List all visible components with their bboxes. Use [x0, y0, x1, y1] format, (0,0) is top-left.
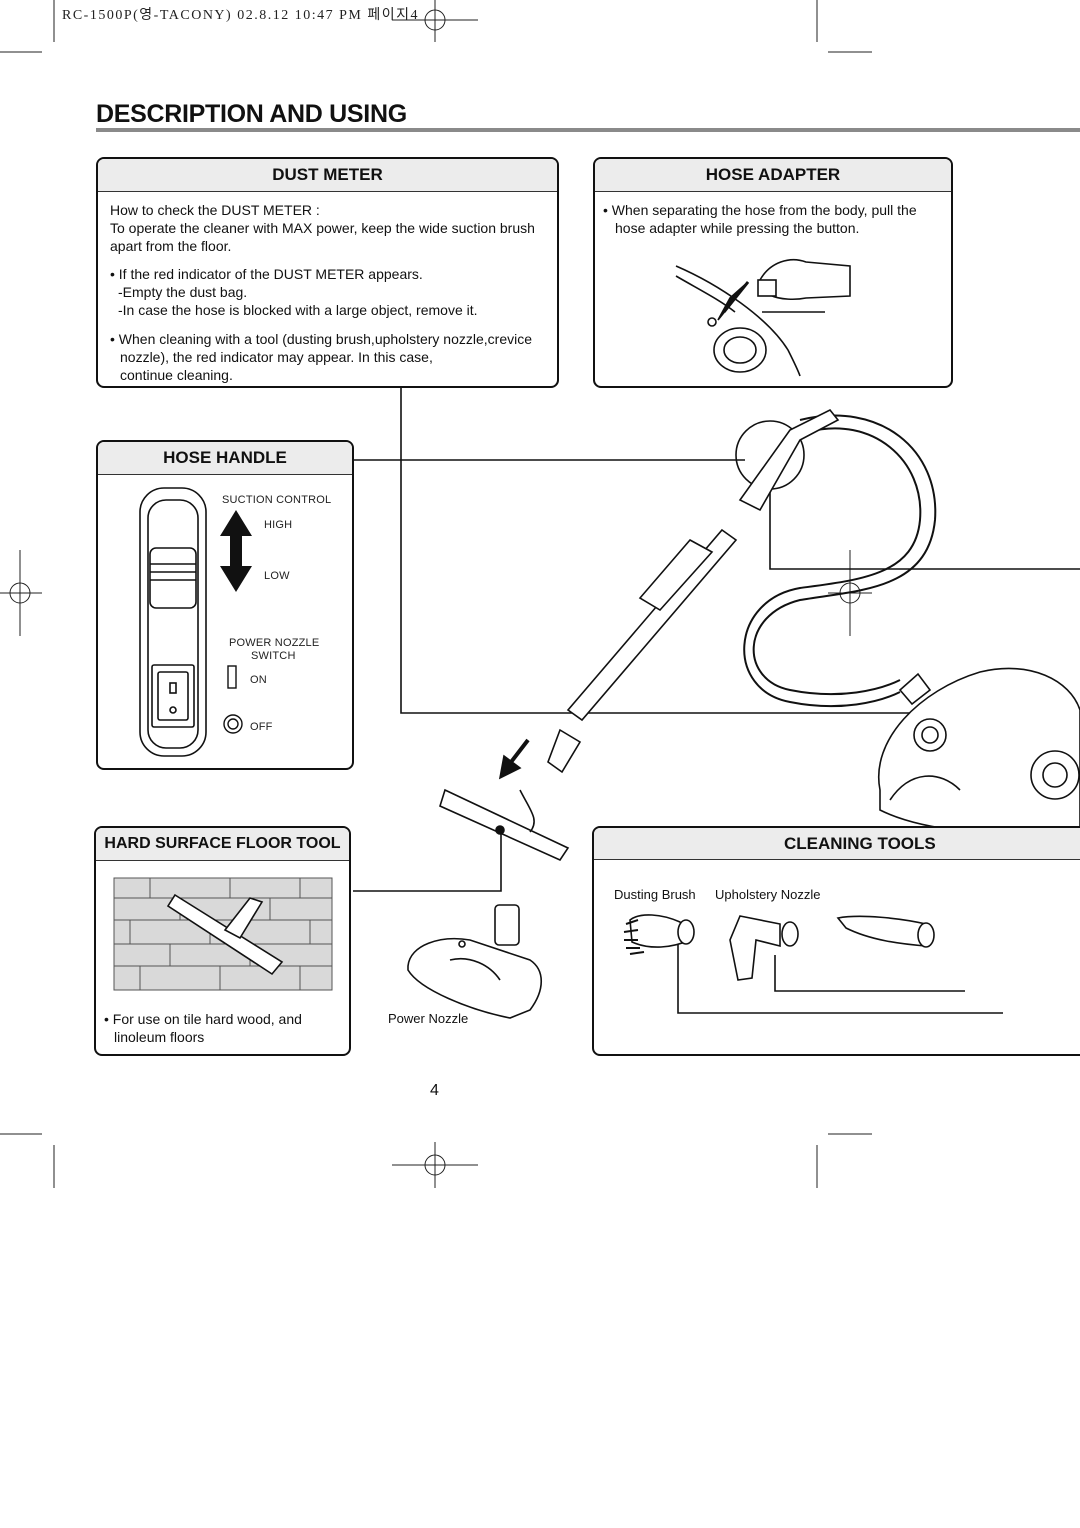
registration-mark-top: [392, 0, 478, 42]
hose-adapter-box: HOSE ADAPTER • When separating the hose …: [593, 157, 953, 388]
dust-meter-sub-1: -Empty the dust bag.: [118, 284, 248, 300]
dust-meter-text-1: How to check the DUST METER :: [110, 202, 320, 218]
cleaning-tools-illustration: [623, 914, 935, 981]
hard-floor-box: HARD SURFACE FLOOR TOOL • For use on til…: [94, 826, 351, 1056]
upholstery-nozzle-label: Upholstery Nozzle: [715, 887, 821, 902]
hard-floor-illustration: [113, 877, 333, 991]
power-nozzle-label: Power Nozzle: [388, 1011, 469, 1026]
hard-floor-heading: HARD SURFACE FLOOR TOOL: [96, 828, 349, 861]
dust-meter-sub-2: -In case the hose is blocked with a larg…: [118, 302, 478, 318]
power-nozzle-switch-label: POWER NOZZLE: [229, 637, 320, 649]
title-rule: [96, 128, 1080, 132]
dust-meter-heading: DUST METER: [98, 159, 557, 192]
page-title: DESCRIPTION AND USING: [96, 100, 407, 128]
suction-control-label: SUCTION CONTROL: [222, 494, 332, 506]
hose-handle-box: HOSE HANDLE: [96, 440, 354, 770]
switch-on-icon: [227, 665, 237, 689]
dust-meter-bullet-2-end: continue cleaning.: [120, 367, 233, 383]
hose-adapter-text-1: • When separating the hose from the body…: [603, 202, 917, 218]
hose-handle-illustration: [139, 487, 207, 757]
hard-floor-text-1: • For use on tile hard wood, and: [104, 1011, 302, 1027]
dusting-brush-label: Dusting Brush: [614, 887, 696, 902]
cleaning-tools-heading: CLEANING TOOLS: [594, 828, 1080, 860]
hose-adapter-text-2: hose adapter while pressing the button.: [615, 220, 860, 236]
registration-mark-bottom: [392, 1142, 478, 1188]
suction-control-arrow-icon: [220, 510, 252, 592]
connector-lines: [353, 311, 1080, 1014]
switch-off-label: OFF: [250, 721, 273, 733]
crop-marks: [0, 0, 872, 1188]
cleaning-tools-box: CLEANING TOOLS Dusting Brush Upholstery …: [592, 826, 1080, 1056]
vacuum-main-illustration: [439, 408, 1080, 862]
power-nozzle-switch-label-2: SWITCH: [251, 650, 296, 662]
dust-meter-bullet-2-cont: nozzle), the red indicator may appear. I…: [120, 349, 433, 365]
dust-meter-bullet-2: • When cleaning with a tool (dusting bru…: [110, 331, 533, 347]
dust-meter-text-3: apart from the floor.: [110, 238, 232, 254]
dust-meter-text-2: To operate the cleaner with MAX power, k…: [110, 220, 535, 236]
suction-high-label: HIGH: [264, 519, 293, 531]
power-nozzle-illustration: [407, 904, 543, 1019]
hard-floor-text-2: linoleum floors: [114, 1029, 205, 1045]
hose-adapter-heading: HOSE ADAPTER: [595, 159, 951, 192]
dust-meter-box: DUST METER How to check the DUST METER :…: [96, 157, 559, 388]
dust-meter-bullet-1: • If the red indicator of the DUST METER…: [110, 266, 423, 282]
print-header-line: RC-1500P(영-TACONY) 02.8.12 10:47 PM 페이지4: [62, 8, 419, 23]
page-number: 4: [430, 1082, 439, 1099]
suction-low-label: LOW: [264, 570, 290, 582]
hose-adapter-illustration: [675, 258, 851, 377]
hose-handle-heading: HOSE HANDLE: [98, 442, 352, 475]
switch-on-label: ON: [250, 674, 267, 686]
registration-mark-left: [0, 550, 42, 636]
